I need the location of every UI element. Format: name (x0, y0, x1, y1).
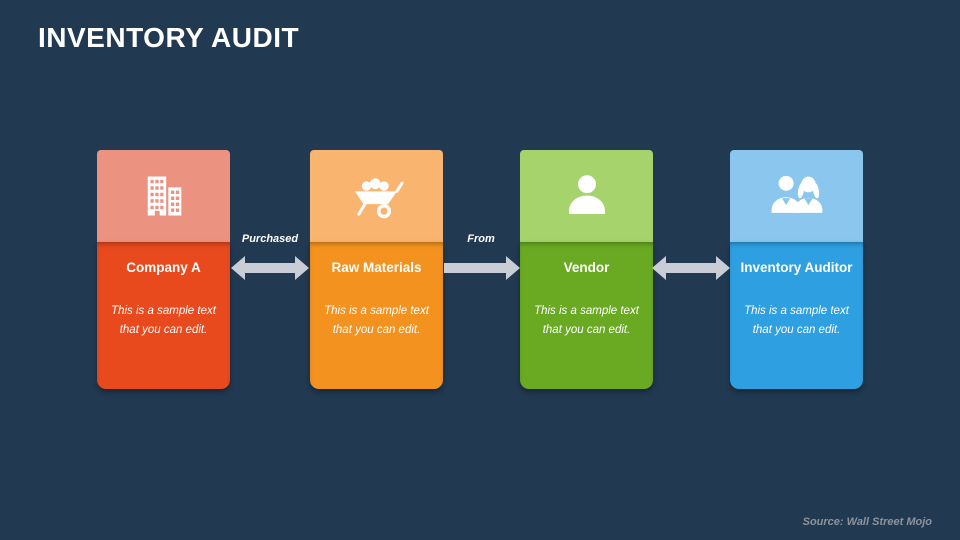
building-icon (147, 176, 181, 216)
people-icon (771, 175, 822, 213)
card-body-text: This is a sample text that you can edit. (534, 305, 639, 336)
card-title: Company A (126, 260, 201, 276)
card-text-area: Raw Materials This is a sample text that… (310, 242, 443, 389)
arrow-bar (244, 263, 296, 273)
person-icon (568, 175, 605, 214)
connector-purchased: Purchased (230, 233, 310, 280)
arrowhead-left (231, 256, 245, 280)
arrowhead-right (506, 256, 520, 280)
connector-label: Purchased (241, 233, 299, 245)
double-arrow-icon (652, 256, 730, 280)
card-icon-area (310, 150, 443, 242)
arrowhead-left (652, 256, 666, 280)
card-body-text: This is a sample text that you can edit. (324, 305, 429, 336)
card-text-area: Vendor This is a sample text that you ca… (520, 242, 653, 389)
arrowhead-right (295, 256, 309, 280)
card-icon-area (730, 150, 863, 242)
card-icon-area (97, 150, 230, 242)
connector-label: From (467, 233, 495, 245)
card-company-a: Company A This is a sample text that you… (97, 150, 230, 389)
connector-vendor-auditor (651, 233, 731, 280)
card-text-area: Company A This is a sample text that you… (97, 242, 230, 389)
page-title: INVENTORY AUDIT (38, 22, 300, 53)
source-credit: Source: Wall Street Mojo (802, 516, 932, 528)
card-text-area: Inventory Auditor This is a sample text … (730, 242, 863, 389)
right-arrow-icon (442, 256, 520, 280)
card-title: Vendor (563, 260, 610, 276)
card-body-text: This is a sample text that you can edit. (111, 305, 216, 336)
card-title: Inventory Auditor (740, 260, 853, 276)
card-icon-area (520, 150, 653, 242)
wheelbarrow-icon (354, 178, 404, 219)
card-body-text: This is a sample text that you can edit. (744, 305, 849, 336)
arrowhead-right (716, 256, 730, 280)
arrow-bar (444, 263, 506, 273)
connector-from: From (441, 233, 521, 280)
card-title: Raw Materials (331, 260, 422, 276)
card-raw-materials: Raw Materials This is a sample text that… (310, 150, 443, 389)
card-inventory-auditor: Inventory Auditor This is a sample text … (730, 150, 863, 389)
card-vendor: Vendor This is a sample text that you ca… (520, 150, 653, 389)
arrow-bar (665, 263, 717, 273)
double-arrow-icon (231, 256, 309, 280)
